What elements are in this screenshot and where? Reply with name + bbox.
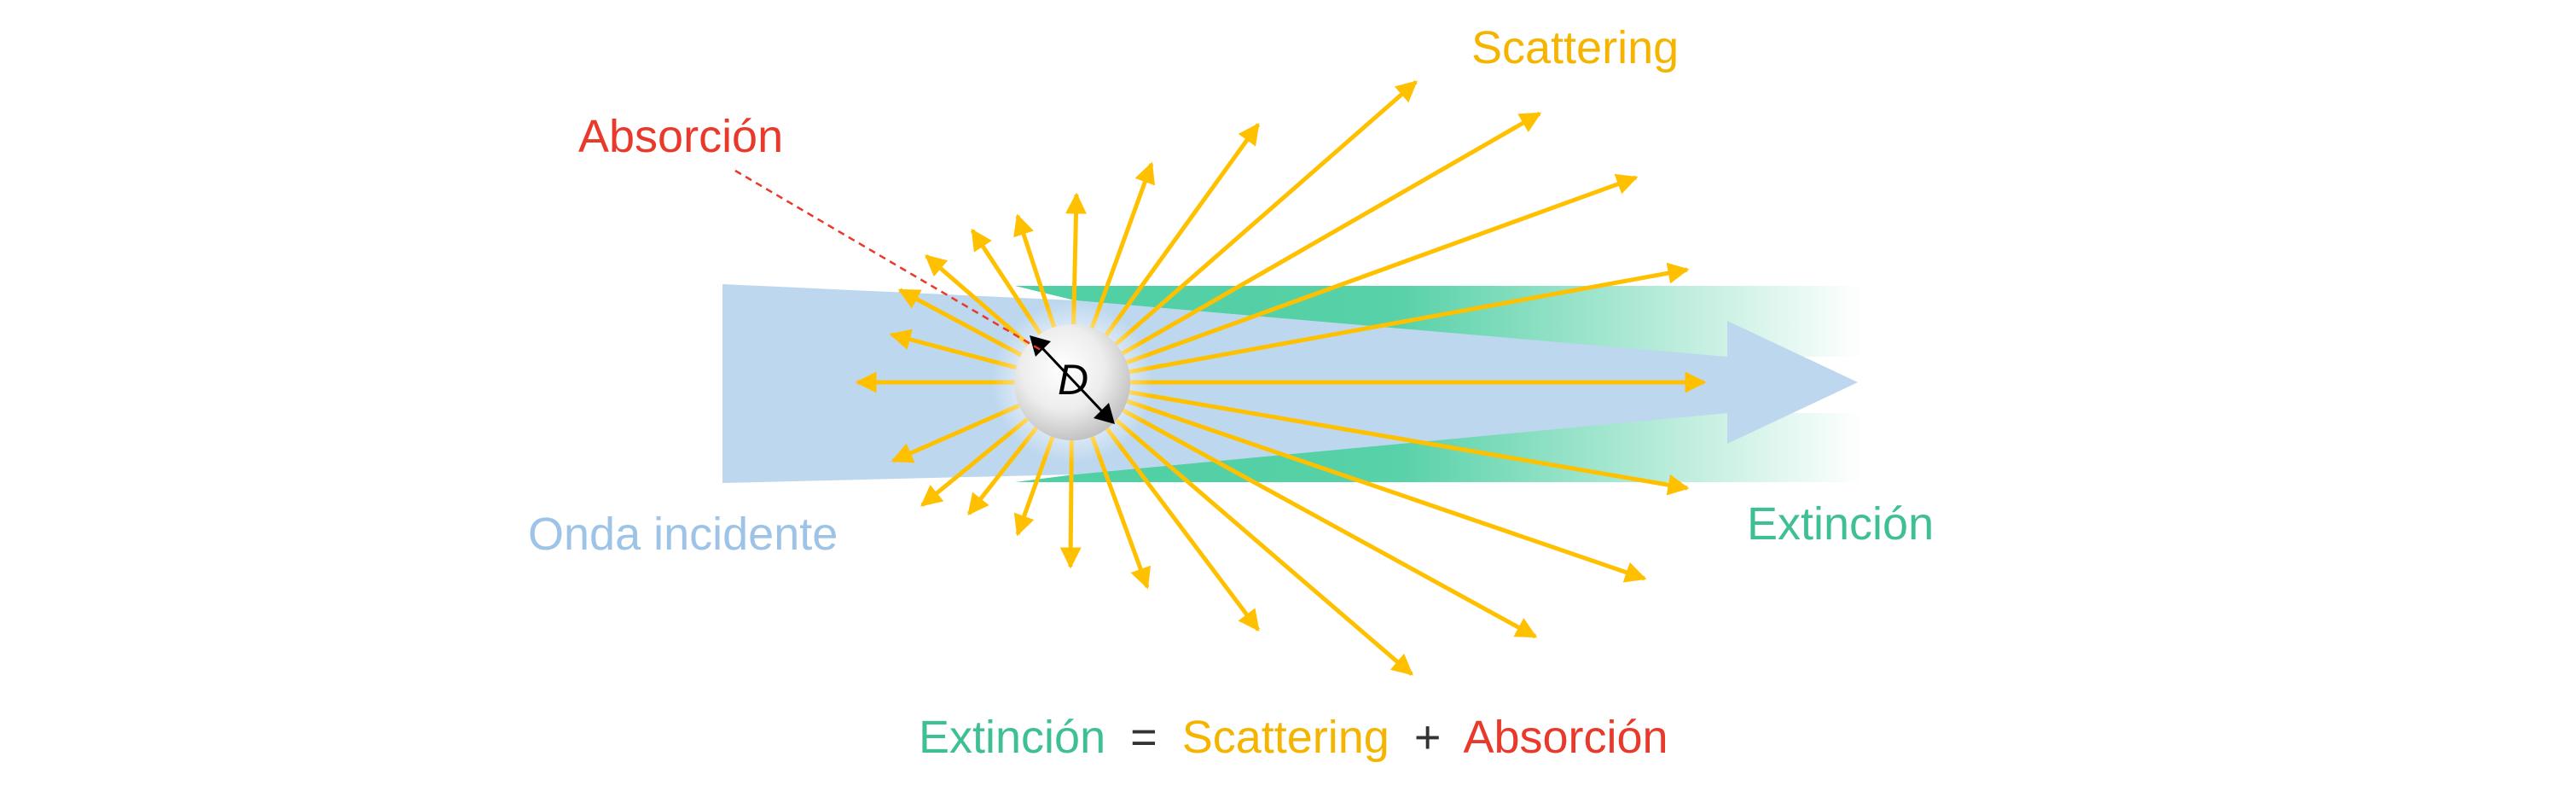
scattering-ray-arrow <box>1100 122 1261 342</box>
scattering-label: Scattering <box>1471 22 1679 73</box>
extinction-band-top <box>1015 286 1864 357</box>
equation-plus: + <box>1414 712 1442 763</box>
scattering-ray-arrow <box>1088 161 1156 335</box>
scattering-ray-arrow <box>1116 404 1538 639</box>
equation-scattering: Scattering <box>1182 712 1390 763</box>
equation-absorcion: Absorción <box>1463 712 1668 763</box>
scattering-ray-arrow <box>1101 422 1260 631</box>
scattering-ray-arrow <box>1122 388 1690 496</box>
diameter-label: D <box>1058 356 1088 404</box>
equation: Extinción = Scattering + Absorción <box>919 712 1668 763</box>
extinction-label: Extinción <box>1747 498 1934 550</box>
scattering-ray-arrow <box>1109 414 1413 676</box>
scattering-ray-arrow <box>1119 397 1647 583</box>
scattering-ray-arrow <box>1115 111 1542 359</box>
scattering-ray-arrow <box>1109 80 1418 351</box>
diameter-dimension-arrow <box>1030 335 1115 424</box>
incident-wave-label: Onda incidente <box>528 509 838 560</box>
scattering-ray-arrow <box>1122 262 1690 375</box>
scattering-ray-arrow <box>1119 173 1639 367</box>
absorption-label: Absorción <box>578 111 783 162</box>
equation-equals: = <box>1130 712 1157 763</box>
equation-extincion: Extinción <box>919 712 1105 763</box>
